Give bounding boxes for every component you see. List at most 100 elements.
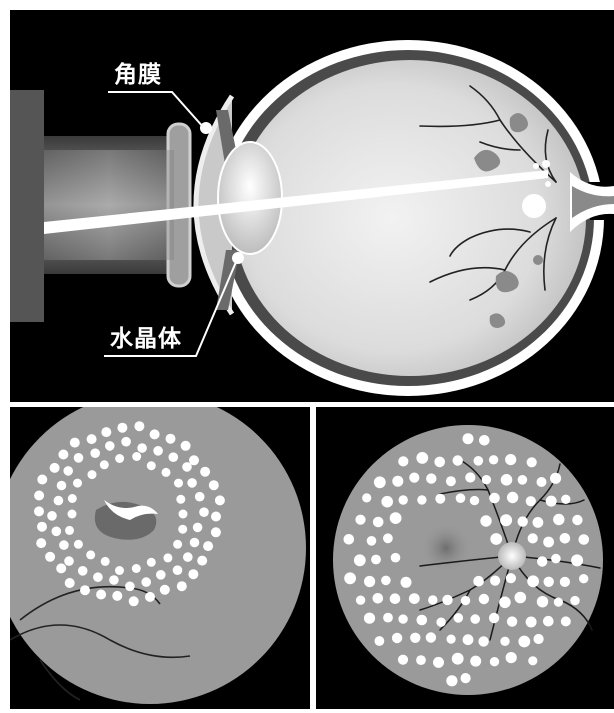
laser-spot (490, 657, 499, 666)
laser-spot (528, 656, 537, 665)
laser-spot (452, 653, 464, 665)
laser-spot (392, 476, 403, 487)
laser-spot (456, 493, 466, 503)
laser-spot (364, 576, 375, 587)
crystalline-lens (218, 142, 282, 254)
laser-spot (398, 614, 407, 623)
laser-spot (189, 455, 199, 465)
laser-spot (125, 582, 135, 592)
laser-spot (115, 566, 124, 575)
laser-spot (63, 466, 73, 476)
optic-disc (498, 542, 526, 570)
laser-spot (507, 616, 517, 626)
laser-spot (211, 512, 221, 522)
laser-spot (166, 434, 176, 444)
laser-spot (447, 635, 456, 644)
laser-spot (417, 495, 426, 504)
laser-spot (518, 475, 528, 485)
laser-spot (500, 637, 509, 646)
laser-spot (364, 613, 375, 624)
laser-spot (515, 592, 527, 604)
laser-spot (543, 616, 554, 627)
laser-spot (195, 492, 205, 502)
laser-spot (132, 564, 141, 573)
laser-spot (156, 570, 166, 580)
laser-spot (57, 481, 67, 491)
laser-device-glow (44, 150, 174, 260)
laser-spot (58, 450, 68, 460)
laser-spot (579, 574, 588, 583)
laser-spot (461, 596, 470, 605)
laser-spot (356, 596, 365, 605)
laser-spot (197, 556, 207, 566)
laser-spot (381, 576, 391, 586)
laser-spot (442, 595, 452, 605)
laser-spot (88, 470, 97, 479)
laser-spot (173, 565, 183, 575)
lens-highlight (232, 252, 244, 264)
laser-spot (56, 563, 66, 573)
laser-spot (428, 595, 437, 604)
laser-spot (134, 421, 144, 431)
laser-spot (390, 593, 401, 604)
laser-spot (479, 594, 489, 604)
laser-spot (527, 457, 537, 467)
laser-spot (86, 550, 95, 559)
laser-spot (544, 577, 554, 587)
laser-spot (100, 460, 109, 469)
laser-spot (543, 537, 554, 548)
laser-spot (65, 526, 74, 535)
laser-spot (489, 493, 500, 504)
bottom-left-panel (0, 392, 310, 709)
laser-spot (162, 468, 171, 477)
laser-spot (553, 514, 564, 525)
laser-spot (453, 455, 463, 465)
laser-spot (45, 552, 55, 562)
laser-spot (465, 472, 475, 482)
laser-spot (209, 480, 219, 490)
laser-spot (137, 443, 147, 453)
laser-spot (178, 525, 187, 534)
laser-spot (174, 479, 183, 488)
laser-spot (193, 523, 203, 533)
laser-spot (145, 592, 155, 602)
laser-spot (482, 475, 491, 484)
laser-spot (560, 577, 570, 587)
laser-spot (173, 540, 182, 549)
laser-spot (181, 441, 191, 451)
top-panel (10, 10, 614, 402)
laser-spot (526, 617, 537, 628)
laser-spot (505, 454, 516, 465)
laser-spot (78, 566, 88, 576)
laser-spot (478, 636, 488, 646)
laser-spot (433, 657, 444, 668)
laser-spot-b (533, 163, 539, 169)
laser-spot (381, 496, 393, 508)
laser-spot (561, 616, 571, 626)
laser-spot (401, 577, 412, 588)
laser-spot (150, 429, 160, 439)
laser-spot (59, 540, 69, 550)
laser-spot (463, 433, 474, 444)
laser-spot (554, 598, 563, 607)
laser-spot (426, 632, 436, 642)
laser-spot (506, 652, 517, 663)
laser-spot (518, 636, 530, 648)
laser-spot (528, 533, 538, 543)
laser-spot (436, 618, 445, 627)
laser-spot (416, 452, 428, 464)
laser-spot (480, 515, 491, 526)
laser-spot (399, 495, 408, 504)
laser-spot (105, 441, 115, 451)
laser-spot (65, 578, 75, 588)
laser-focus-spot (522, 194, 546, 218)
laser-spot (169, 452, 179, 462)
laser-spot (101, 427, 111, 437)
label-lens: 水晶体 (110, 326, 182, 352)
laser-spot (47, 511, 57, 521)
laser-spot (410, 633, 420, 643)
laser-spot (391, 553, 401, 563)
laser-spot (537, 556, 547, 566)
laser-spot (68, 494, 77, 503)
laser-spot (90, 448, 100, 458)
